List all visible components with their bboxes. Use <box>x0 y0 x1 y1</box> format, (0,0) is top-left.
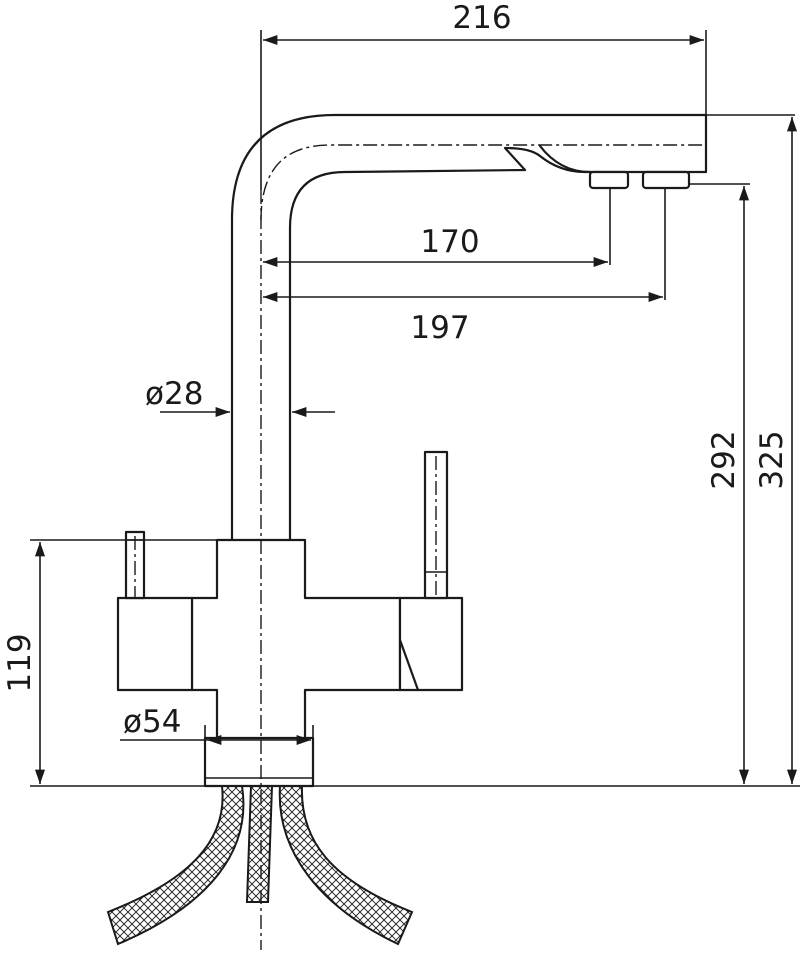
hose-left <box>106 785 245 946</box>
dim-text-170: 170 <box>420 224 479 260</box>
dim-text-28: ø28 <box>145 376 203 412</box>
spout-centerline <box>260 144 706 221</box>
dim-text-325: 325 <box>754 430 790 489</box>
flexible-hoses <box>106 785 414 946</box>
hose-right <box>278 785 414 946</box>
hose-center <box>245 785 274 903</box>
spout-tip-curve <box>538 144 592 174</box>
dim-text-292: 292 <box>706 430 742 489</box>
dim-text-197: 197 <box>410 310 469 346</box>
right-handle-hub <box>398 596 464 692</box>
mixer-body <box>190 538 402 740</box>
outlet-nozzle-2 <box>641 170 691 190</box>
extension-lines <box>30 30 795 745</box>
right-hub-cutout <box>398 638 420 692</box>
dim-text-216: 216 <box>452 0 511 36</box>
dim-text-54: ø54 <box>123 704 181 740</box>
left-handle-hub <box>116 596 194 692</box>
dim-text-119: 119 <box>2 633 38 692</box>
outlet-nozzle-1 <box>588 170 630 190</box>
